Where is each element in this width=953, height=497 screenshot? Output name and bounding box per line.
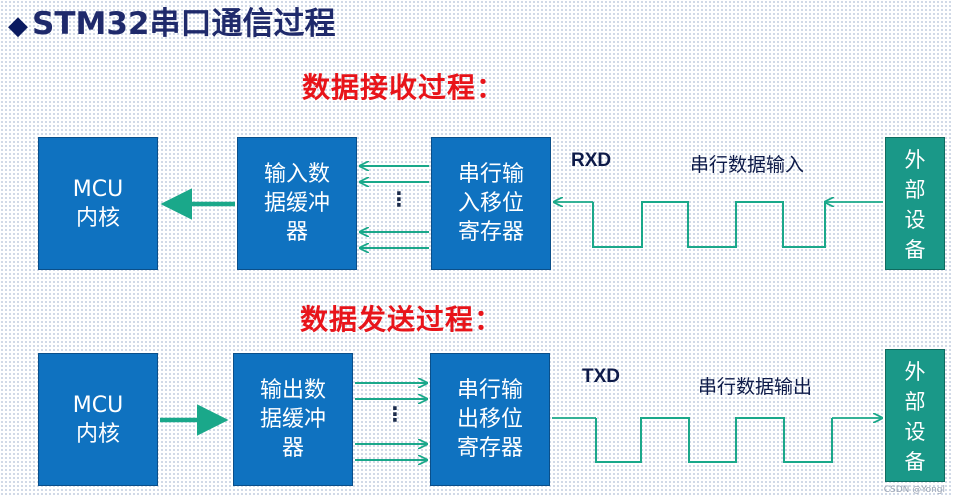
transmit-heading: 数据发送过程： [300,303,504,336]
txd-description: 串行数据输出 [698,376,813,398]
txd-label: TXD [582,366,620,387]
serial-output-shift-register-box: 串行输 出移位 寄存器 [430,353,550,486]
receive-external-device-box: 外 部 设 备 [885,137,945,270]
page-title-text: STM32串口通信过程 [32,6,336,42]
rxd-label: RXD [571,150,612,171]
rxd-description: 串行数据输入 [690,154,805,176]
receive-mcu-core-box: MCU 内核 [38,137,158,270]
input-data-buffer-box: 输入数 据缓冲 器 [237,137,357,270]
watermark: CSDN @Yongl [883,485,945,495]
rxd-waveform [592,201,826,248]
output-data-buffer-box: 输出数 据缓冲 器 [233,353,353,486]
txd-waveform [595,417,833,463]
transmit-external-device-box: 外 部 设 备 [885,349,945,482]
diamond-bullet-icon: ◆ [8,11,28,41]
page-title: ◆STM32串口通信过程 [8,2,335,46]
serial-input-shift-register-box: 串行输 入移位 寄存器 [431,137,551,270]
receive-heading: 数据接收过程： [302,71,506,104]
transmit-mcu-core-box: MCU 内核 [38,353,158,486]
